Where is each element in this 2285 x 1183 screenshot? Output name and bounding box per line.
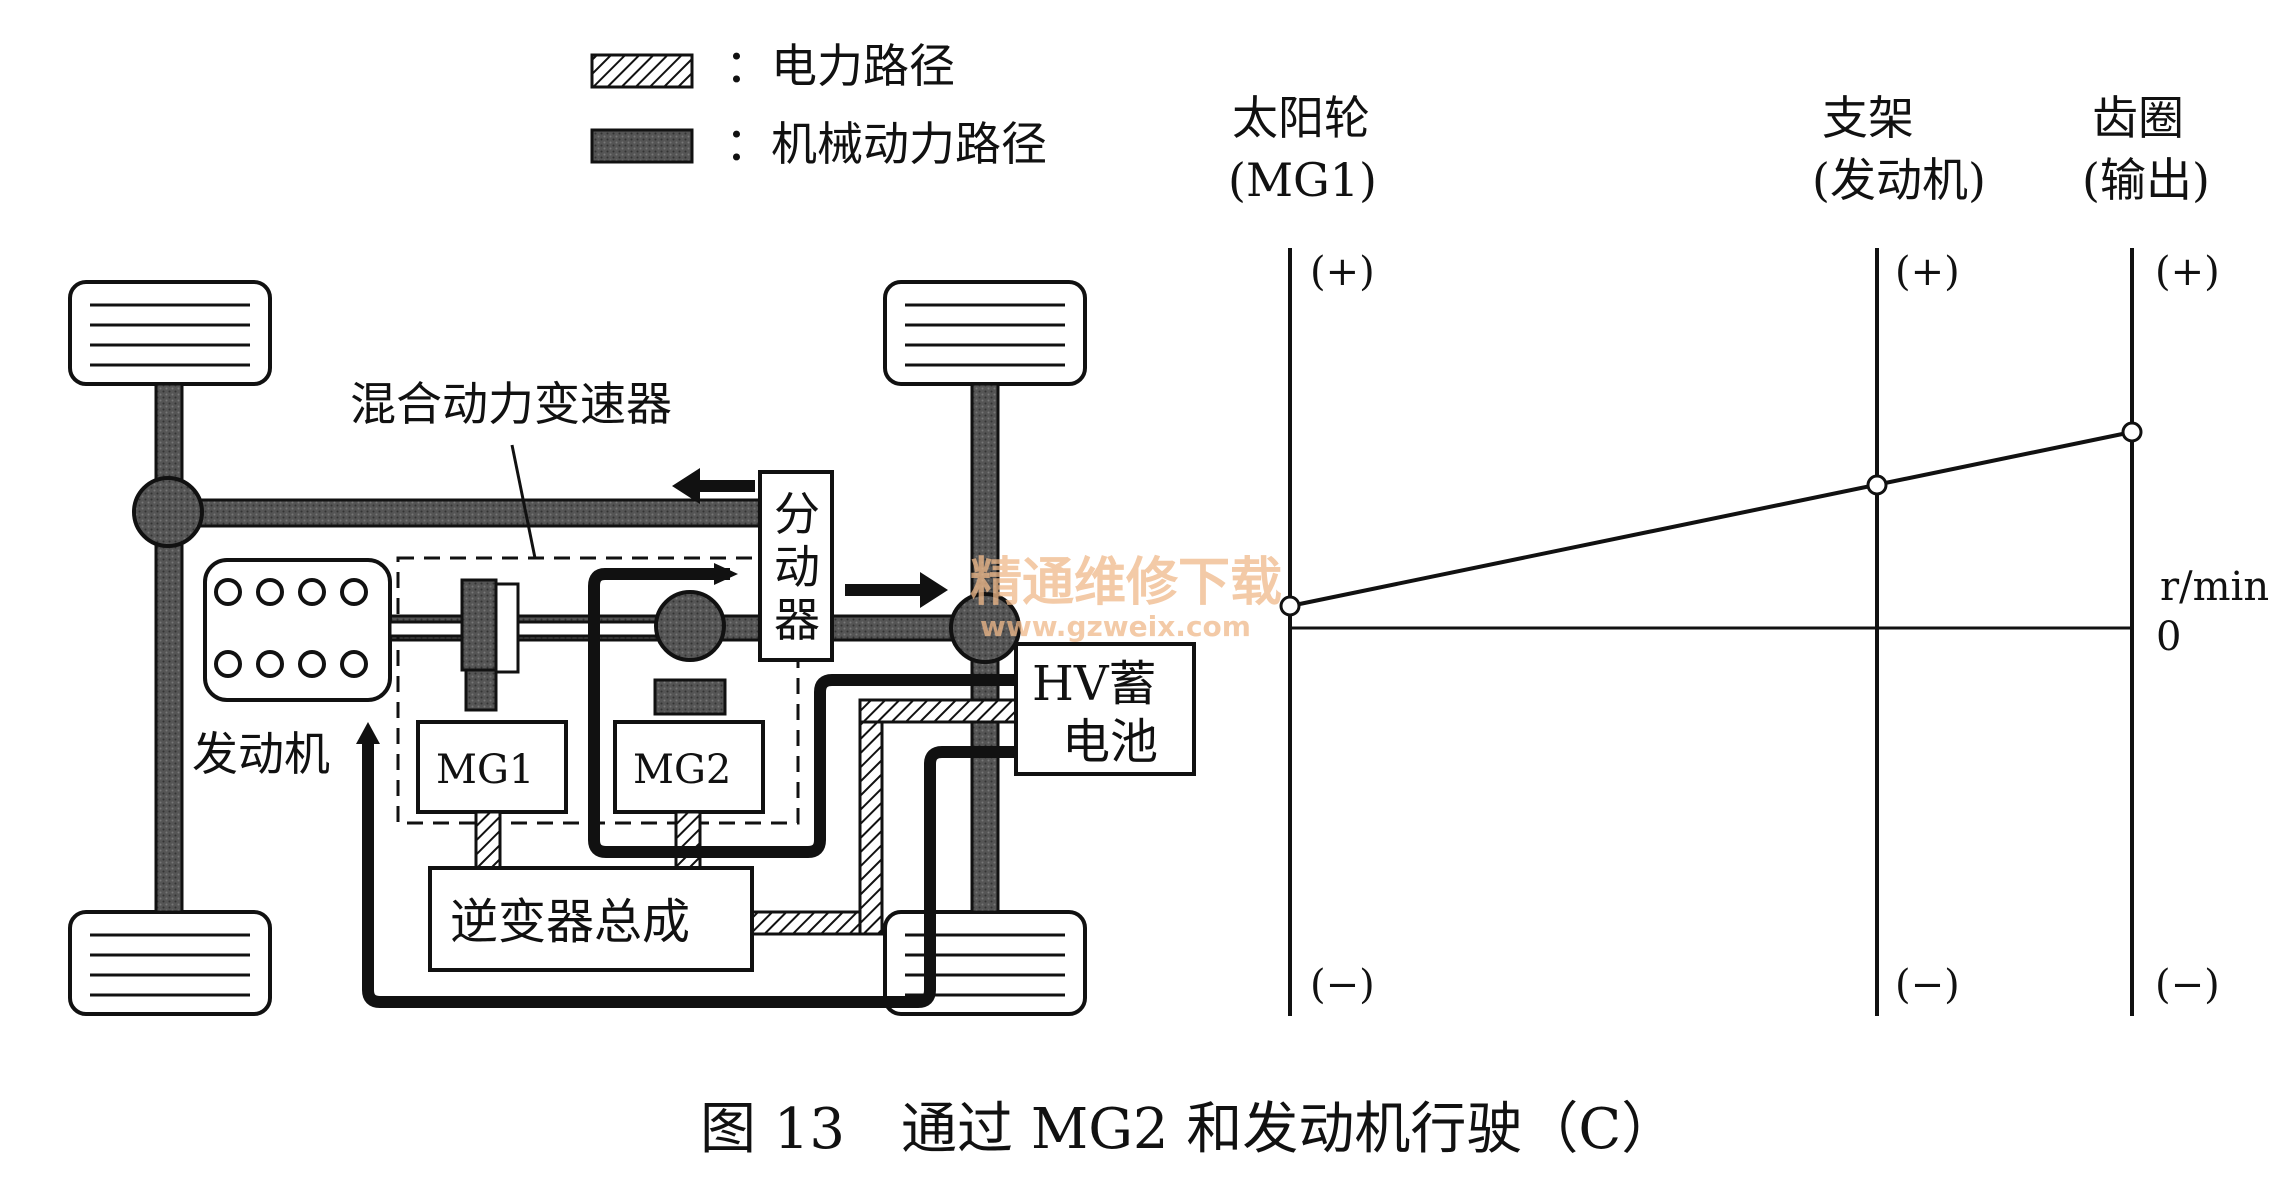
col-sun-name: 太阳轮 [1232,91,1370,145]
engine-block [203,558,392,702]
figure-caption: 图 13 通过 MG2 和发动机行驶（C） [700,1097,1677,1162]
planetary-gear [654,590,726,662]
mechanical-flow-loop-outer [362,740,1016,1008]
hv-battery-box [1014,642,1196,776]
zero-label: 0 [2156,614,2181,660]
inverter-label: 逆变器总成 [450,894,690,950]
arrow-right-icon [845,572,948,608]
wheel-front-left [68,280,272,386]
power-splitter-box [758,470,834,662]
mg1-rotor [460,578,498,672]
speed-line [1289,430,2133,608]
arrow-flow-icon [714,563,738,585]
inverter-box [428,866,754,972]
arrow-left-icon [672,468,755,504]
sun-minus: (−) [1310,962,1375,1008]
legend-electric-label: ：电力路径 [725,39,955,93]
drivetrain-diagram: 发动机 混合动力变速器 MG1 MG2 逆变器总成 H [68,280,1196,1016]
transmission-leader [510,444,537,559]
wheel-rear-left [68,910,272,1016]
wheel-front-right [883,280,1087,386]
carrier-plus: (+) [1895,249,1960,295]
carrier-speed-point [1866,474,1888,496]
arrow-up-icon [356,722,380,744]
mg1-label: MG1 [436,747,534,793]
electric-paths [474,698,1018,936]
hv-battery-label-1: HV蓄 [1032,656,1157,712]
watermark: 精通维修下载 www.gzweix.com [970,553,1282,643]
sun-speed-point [1279,595,1301,617]
splitter-char-2: 动 [774,540,820,594]
mg2-label: MG2 [633,747,731,793]
rear-differential [132,476,204,548]
transmission-label: 混合动力变速器 [350,377,672,431]
watermark-cn: 精通维修下载 [970,553,1282,613]
watermark-url: www.gzweix.com [980,610,1251,643]
col-ring-sub: (输出) [2082,153,2210,207]
ring-plus: (+) [2155,249,2220,295]
nomograph: 太阳轮 (MG1) 支架 (发动机) 齿圈 (输出) r/min 0 (+) (… [1228,91,2269,1016]
mg1-box [416,720,568,814]
engine-label: 发动机 [192,727,330,781]
mechanical-flow-loop-mg2 [588,568,1016,858]
sun-plus: (+) [1310,249,1375,295]
col-sun-sub: (MG1) [1228,153,1377,207]
hv-battery-label-2: 电池 [1062,714,1158,770]
ring-speed-point [2121,421,2143,443]
splitter-char-3: 器 [774,593,820,647]
legend: ：电力路径 ：机械动力路径 [590,39,1047,171]
legend-mechanical-swatch [590,128,694,164]
ring-minus: (−) [2155,962,2220,1008]
mg2-box [613,720,765,814]
splitter-char-1: 分 [774,487,820,541]
col-carrier-sub: (发动机) [1812,153,1986,207]
front-differential [949,592,1021,664]
legend-mechanical-label: ：机械动力路径 [725,117,1047,171]
col-ring-name: 齿圈 [2092,91,2184,145]
col-carrier-name: 支架 [1822,91,1914,145]
legend-electric-swatch [590,53,694,89]
carrier-minus: (−) [1895,962,1960,1008]
unit-label: r/min [2160,564,2269,610]
